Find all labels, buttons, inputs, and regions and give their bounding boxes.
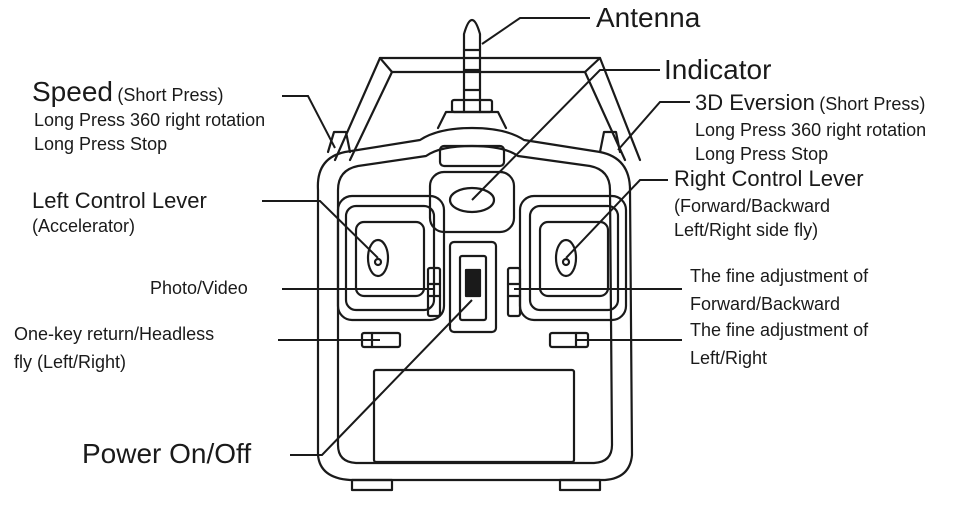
handle-frame-inner xyxy=(348,70,627,162)
right-lever-title: Right Control Lever xyxy=(674,166,864,191)
fine-lr-line2: Left/Right xyxy=(690,348,768,368)
fine-lr-line1: The fine adjustment of xyxy=(690,320,869,340)
antenna-label: Antenna xyxy=(596,2,701,33)
right-lever-leader xyxy=(565,179,668,259)
antenna-icon xyxy=(436,18,508,130)
right-trim xyxy=(506,266,522,318)
right-stick xyxy=(518,194,628,322)
photo-video-label: Photo/Video xyxy=(150,278,248,298)
power-label: Power On/Off xyxy=(82,438,252,469)
speed-title: Speed xyxy=(32,76,113,107)
left-lever-leader xyxy=(262,200,379,259)
handle-frame xyxy=(333,56,642,162)
eversion-line2: Long Press Stop xyxy=(695,144,829,164)
one-key-line2: fly (Left/Right) xyxy=(14,352,127,372)
fine-fb-line1: The fine adjustment of xyxy=(690,266,869,286)
controller-body xyxy=(316,126,634,482)
one-key-line1: One-key return/Headless xyxy=(14,324,215,344)
eversion-leader xyxy=(617,101,690,151)
indicator-leader xyxy=(471,69,660,201)
center-column xyxy=(448,240,498,334)
indicator-light xyxy=(448,186,496,214)
fine-fb-line2: Forward/Backward xyxy=(690,294,841,314)
eversion-suffix: (Short Press) xyxy=(819,94,926,114)
speed-block: Speed (Short Press) xyxy=(32,76,223,108)
left-lever-title: Left Control Lever xyxy=(32,188,207,213)
right-lever-line2: Left/Right side fly) xyxy=(674,220,819,240)
left-trim xyxy=(426,266,442,318)
power-switch xyxy=(458,254,488,322)
speed-line1: Long Press 360 right rotation xyxy=(34,110,266,130)
lcd-screen xyxy=(372,368,576,464)
left-lever-sub: (Accelerator) xyxy=(32,216,136,236)
eversion-block: 3D Eversion (Short Press) xyxy=(695,90,925,115)
indicator-label: Indicator xyxy=(664,54,772,85)
eversion-line1: Long Press 360 right rotation xyxy=(695,120,927,140)
speed-leader xyxy=(282,95,336,149)
eversion-title: 3D Eversion xyxy=(695,90,815,115)
speed-suffix: (Short Press) xyxy=(117,85,224,105)
right-lever-line1: (Forward/Backward xyxy=(674,196,831,216)
power-leader xyxy=(290,299,473,456)
speed-line2: Long Press Stop xyxy=(34,134,168,154)
antenna-leader xyxy=(481,17,590,45)
left-stick xyxy=(336,194,446,322)
